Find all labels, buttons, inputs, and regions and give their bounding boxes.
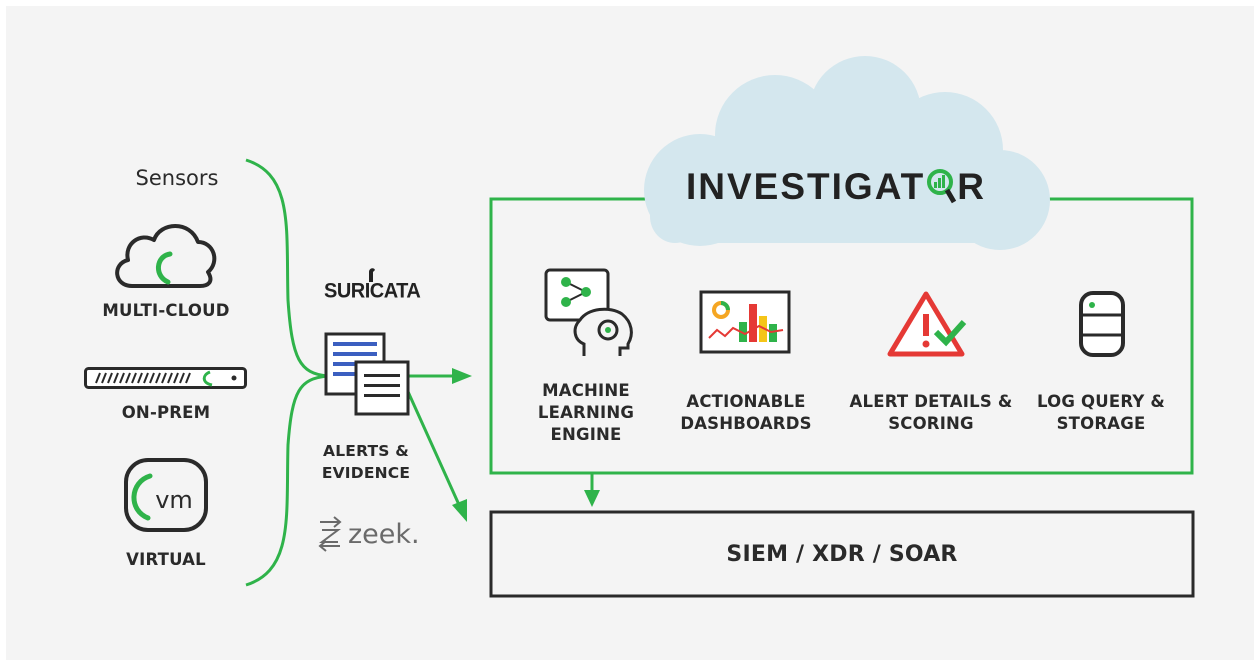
investigator-brand-text: INVESTIGAT (686, 166, 926, 207)
ml-line2: LEARNING (537, 403, 635, 422)
log-storage-label: LOG QUERY & STORAGE (1016, 391, 1186, 435)
svg-text:vm: vm (155, 486, 193, 514)
dashboard-icon (699, 290, 791, 354)
log-line1: LOG QUERY & (1036, 392, 1166, 411)
dashboards-label: ACTIONABLE DASHBOARDS (676, 391, 816, 435)
documents-icon (324, 332, 410, 416)
magnifier-logo-icon (927, 169, 957, 204)
on-prem-label: ON-PREM (121, 403, 211, 422)
dash-line1: ACTIONABLE (686, 392, 806, 411)
cloud-icon (115, 224, 217, 288)
database-icon (1079, 291, 1125, 357)
vm-icon: vm (124, 458, 208, 532)
sensors-title: Sensors (135, 166, 219, 190)
alerts-line1: ALERTS & (323, 442, 409, 460)
rack-server-icon (84, 367, 247, 389)
dash-line2: DASHBOARDS (680, 414, 812, 433)
machine-learning-icon (544, 268, 633, 356)
virtual-label: VIRTUAL (126, 550, 206, 569)
alert-scoring-label: ALERT DETAILS & SCORING (841, 391, 1021, 435)
alerts-evidence-label: ALERTS & EVIDENCE (301, 440, 431, 484)
alerts-line2: EVIDENCE (321, 464, 411, 482)
investigator-brand: INVESTIGAT R (686, 166, 986, 208)
zeek-arrows-icon (318, 516, 342, 552)
ml-engine-label: MACHINE LEARNING ENGINE (526, 380, 646, 446)
ml-line3: ENGINE (550, 425, 622, 444)
multi-cloud-label: MULTI-CLOUD (102, 301, 230, 320)
suricata-meerkat-icon (369, 268, 375, 282)
suricata-logo: SURICATA (324, 279, 421, 303)
alert-line2: SCORING (888, 414, 974, 433)
siem-xdr-soar-label: SIEM / XDR / SOAR (726, 542, 958, 567)
investigator-brand-end: R (957, 166, 987, 207)
log-line2: STORAGE (1056, 414, 1146, 433)
zeek-logo: zeek. (348, 519, 420, 550)
alert-icon (887, 291, 967, 357)
ml-line1: MACHINE (542, 381, 630, 400)
alert-line1: ALERT DETAILS & (849, 392, 1013, 411)
